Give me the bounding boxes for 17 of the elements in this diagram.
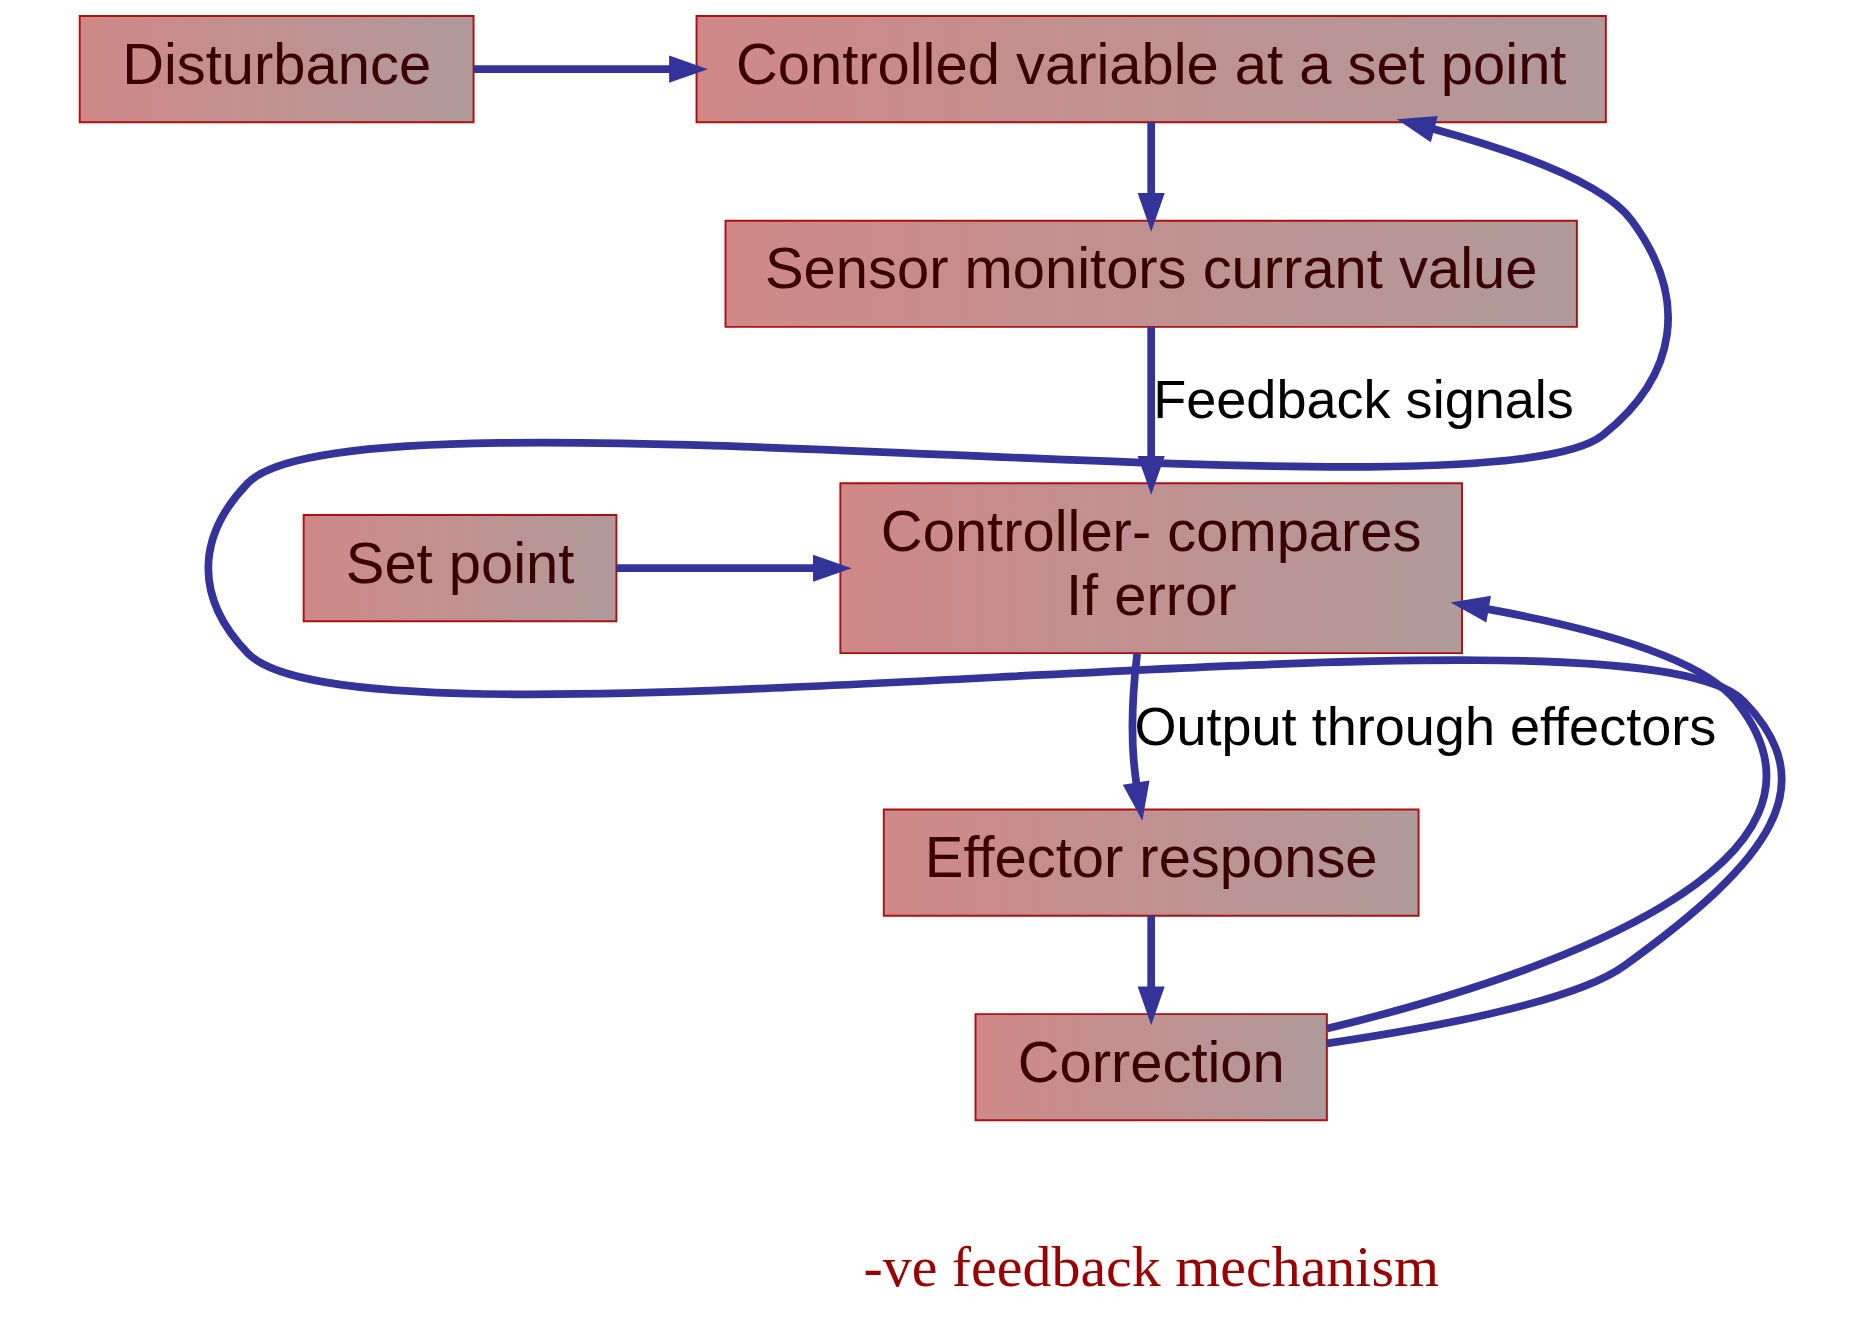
label: -ve feedback mechanism (862, 1234, 1439, 1300)
node-box: Set point (302, 514, 617, 623)
arrow (1325, 595, 1770, 1033)
arrow (473, 55, 708, 83)
node-box: Controlled variable at a set point (695, 15, 1607, 124)
arrow (616, 554, 852, 582)
node-box: Correction (974, 1013, 1328, 1122)
node-box: Effector response (882, 808, 1420, 917)
edge-label: Feedback signals (1152, 369, 1574, 430)
arrow (1137, 122, 1165, 232)
arrow (204, 116, 1784, 1048)
arrow (1122, 653, 1150, 821)
edge-label: Output through effectors (1133, 695, 1716, 756)
node-box: Sensor monitors currant value (724, 219, 1578, 328)
node-box: Disturbance (78, 15, 475, 124)
arrow (1137, 915, 1165, 1026)
node-box: Controller- compares If error (838, 482, 1463, 655)
